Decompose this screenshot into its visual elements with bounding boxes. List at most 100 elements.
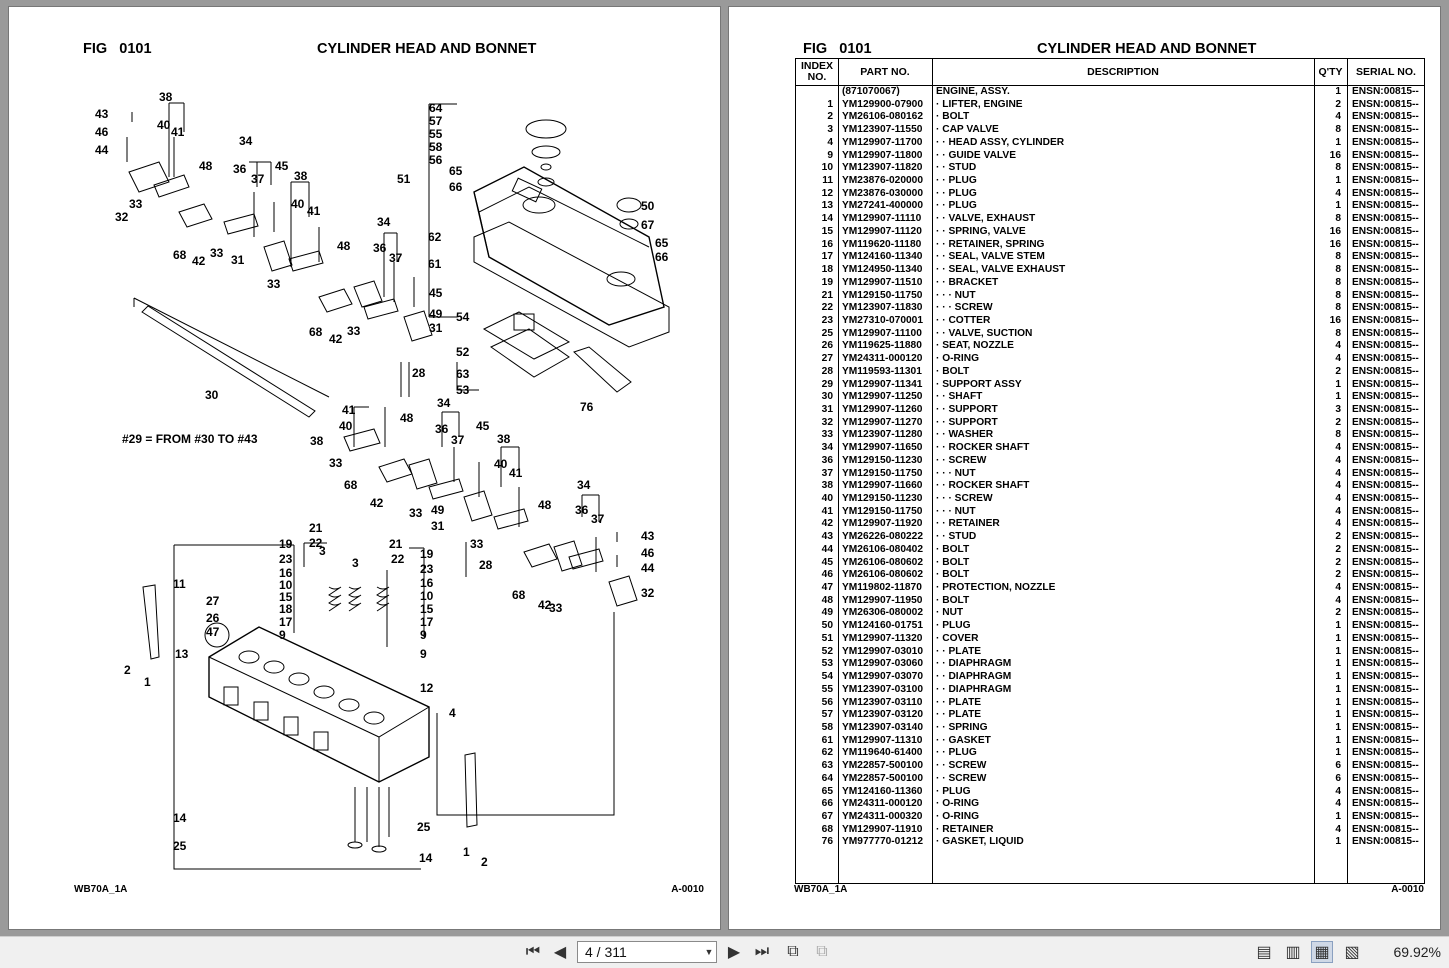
- first-page-icon[interactable]: ⏮: [525, 943, 541, 960]
- row-description: · · BRACKET: [936, 276, 999, 288]
- svg-text:42: 42: [192, 254, 206, 268]
- row-serial: ENSN:00815--: [1352, 289, 1419, 301]
- row-index: 64: [821, 772, 833, 784]
- svg-text:46: 46: [95, 125, 109, 139]
- row-description: · · PLUG: [936, 200, 977, 212]
- row-description: · · SCREW: [936, 760, 987, 772]
- row-description: · · PLATE: [936, 645, 982, 657]
- row-description: · · SEAL, VALVE STEM: [936, 251, 1045, 263]
- row-qty: 1: [1335, 709, 1341, 721]
- row-part-no: YM124160-01751: [842, 620, 923, 632]
- row-qty: 1: [1335, 721, 1341, 733]
- row-index: 15: [821, 225, 833, 237]
- page-number-input[interactable]: 4 / 311 ▼: [577, 941, 717, 963]
- next-page-icon[interactable]: ▶: [727, 944, 741, 961]
- row-part-no: YM129907-11700: [842, 136, 923, 148]
- row-description: · PLUG: [936, 785, 971, 797]
- svg-text:34: 34: [577, 478, 591, 492]
- row-description: · O-RING: [936, 353, 980, 365]
- row-index: 28: [821, 365, 833, 377]
- row-description: · · RETAINER: [936, 518, 1000, 530]
- row-description: · BOLT: [936, 111, 970, 123]
- row-description: · · COTTER: [936, 314, 991, 326]
- row-index: 29: [821, 378, 833, 390]
- row-description: · CAP VALVE: [936, 124, 999, 136]
- row-description: · GASKET, LIQUID: [936, 836, 1024, 848]
- row-qty: 1: [1335, 696, 1341, 708]
- header-description: DESCRIPTION: [1087, 65, 1159, 78]
- row-serial: ENSN:00815--: [1352, 671, 1419, 683]
- svg-text:30: 30: [205, 388, 219, 402]
- row-description: · BOLT: [936, 556, 970, 568]
- continuous-view-icon[interactable]: ▥: [1285, 944, 1301, 961]
- row-part-no: YM26106-080602: [842, 556, 923, 568]
- go-forward-icon[interactable]: ⧉: [816, 943, 828, 960]
- svg-text:57: 57: [429, 114, 443, 128]
- row-qty: 1: [1335, 200, 1341, 212]
- row-index: 43: [821, 531, 833, 543]
- svg-text:34: 34: [239, 134, 253, 148]
- two-page-continuous-icon[interactable]: ▧: [1344, 944, 1360, 961]
- svg-text:68: 68: [309, 325, 323, 339]
- svg-text:67: 67: [641, 218, 655, 232]
- row-serial: ENSN:00815--: [1352, 734, 1419, 746]
- row-index: 34: [821, 442, 833, 454]
- last-page-icon[interactable]: ⏭: [754, 943, 770, 960]
- row-description: · SEAT, NOZZLE: [936, 340, 1014, 352]
- svg-text:13: 13: [175, 647, 189, 661]
- svg-text:9: 9: [279, 628, 286, 642]
- row-part-no: YM129907-11660: [842, 480, 923, 492]
- row-description: · PROTECTION, NOZZLE: [936, 582, 1056, 594]
- row-index: 10: [821, 162, 833, 174]
- row-part-no: YM24311-000320: [842, 810, 923, 822]
- svg-text:17: 17: [420, 615, 434, 629]
- header-serial: SERIAL NO.: [1356, 65, 1416, 78]
- svg-text:37: 37: [251, 172, 265, 186]
- row-serial: ENSN:00815--: [1352, 98, 1419, 110]
- row-part-no: YM129907-11800: [842, 149, 923, 161]
- svg-text:68: 68: [173, 248, 187, 262]
- zoom-level[interactable]: 69.92%: [1393, 944, 1441, 960]
- row-index: 57: [821, 709, 833, 721]
- row-qty: 1: [1335, 378, 1341, 390]
- svg-text:18: 18: [279, 602, 293, 616]
- svg-text:51: 51: [397, 172, 411, 186]
- row-part-no: YM129150-11750: [842, 467, 923, 479]
- row-qty: 2: [1335, 569, 1341, 581]
- row-serial: ENSN:00815--: [1352, 556, 1419, 568]
- row-serial: ENSN:00815--: [1352, 480, 1419, 492]
- single-page-view-icon[interactable]: ▤: [1256, 944, 1272, 961]
- row-description: · · WASHER: [936, 429, 994, 441]
- prev-page-icon[interactable]: ◀: [553, 944, 567, 961]
- svg-text:58: 58: [429, 140, 443, 154]
- svg-text:45: 45: [429, 286, 443, 300]
- row-part-no: YM119593-11301: [842, 365, 922, 377]
- two-page-view-icon[interactable]: ▦: [1311, 941, 1333, 963]
- row-part-no: YM129907-11320: [842, 632, 923, 644]
- row-description: · · RETAINER, SPRING: [936, 238, 1045, 250]
- go-back-icon[interactable]: ⧉: [787, 943, 799, 960]
- svg-text:61: 61: [428, 257, 442, 271]
- row-part-no: YM129150-11750: [842, 505, 923, 517]
- footer-model: WB70A_1A: [794, 884, 848, 895]
- chevron-down-icon[interactable]: ▼: [704, 947, 714, 957]
- row-description: · · SUPPORT: [936, 416, 998, 428]
- row-description: · · ROCKER SHAFT: [936, 442, 1030, 454]
- svg-text:4: 4: [449, 706, 456, 720]
- row-index: 11: [822, 175, 833, 187]
- row-serial: ENSN:00815--: [1352, 798, 1419, 810]
- row-index: 44: [821, 543, 833, 555]
- row-qty: 8: [1335, 264, 1341, 276]
- row-description: · · PLATE: [936, 696, 982, 708]
- row-index: 50: [821, 620, 833, 632]
